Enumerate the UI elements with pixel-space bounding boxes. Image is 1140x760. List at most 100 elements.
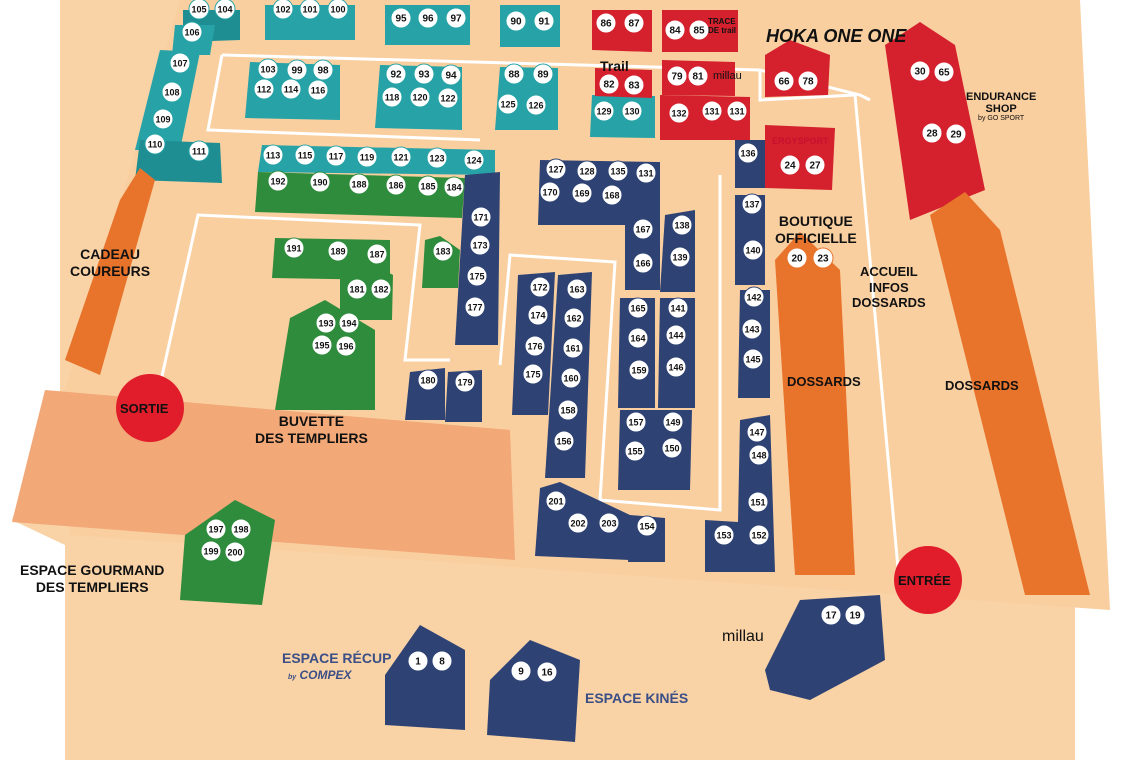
stand-number: 125	[500, 100, 515, 110]
orange-stands	[65, 168, 1090, 595]
stand-number: 110	[148, 140, 163, 150]
stand-number: 152	[751, 531, 766, 541]
stand-number: 179	[457, 378, 472, 388]
stand-number: 174	[530, 311, 545, 321]
ergysport-logo: ERGYSPORT	[772, 136, 829, 146]
endurance-shop-logo: ENDURANCE SHOP by GO SPORT	[966, 91, 1036, 122]
stand-153: 153	[713, 524, 735, 546]
stand-103: 103	[257, 58, 279, 80]
stand-circle	[726, 100, 748, 122]
stand-108: 108	[161, 81, 183, 103]
stand-199: 199	[200, 540, 222, 562]
stand-24: 24	[779, 154, 801, 176]
stand-203: 203	[598, 512, 620, 534]
stand-circle	[470, 206, 492, 228]
stand-number: 81	[692, 72, 704, 83]
stand-number: 198	[233, 525, 248, 535]
stand-136: 136	[737, 142, 759, 164]
stand-circle	[390, 146, 412, 168]
stand-circle	[426, 147, 448, 169]
stand-number: 202	[570, 519, 585, 529]
stand-number: 168	[604, 191, 619, 201]
stand-number: 86	[600, 19, 612, 30]
stand-circle	[533, 10, 555, 32]
stand-number: 112	[257, 85, 272, 95]
stand-circle	[417, 175, 439, 197]
stand-circle	[432, 240, 454, 262]
stand-circle	[566, 278, 588, 300]
stand-circle	[510, 660, 532, 682]
compex-by: by	[288, 674, 297, 681]
stand-circle	[385, 63, 407, 85]
stand-117: 117	[325, 145, 347, 167]
stand-98: 98	[312, 59, 334, 81]
stand-circle	[576, 160, 598, 182]
stand-9: 9	[510, 660, 532, 682]
stand-circle	[230, 518, 252, 540]
stand-number: 114	[284, 85, 299, 95]
stand-187: 187	[366, 243, 388, 265]
stand-circle	[797, 70, 819, 92]
hoka-logo: HOKA ONE ONE	[766, 26, 907, 46]
stand-196: 196	[335, 335, 357, 357]
stand-circle	[627, 297, 649, 319]
stand-number: 124	[466, 156, 481, 166]
stand-132: 132	[668, 102, 690, 124]
stand-125: 125	[497, 93, 519, 115]
stand-number: 120	[412, 93, 427, 103]
stand-circle	[664, 19, 686, 41]
stand-104: 104	[214, 0, 236, 20]
stand-circle	[539, 181, 561, 203]
stand-number: 185	[420, 182, 435, 192]
stand-83: 83	[623, 74, 645, 96]
stand-168: 168	[601, 184, 623, 206]
stand-number: 128	[579, 167, 594, 177]
stand-number: 140	[745, 246, 760, 256]
stand-circle	[169, 52, 191, 74]
stand-circle	[844, 604, 866, 626]
stand-circle	[623, 74, 645, 96]
stand-number: 95	[395, 14, 407, 25]
stand-circle	[571, 182, 593, 204]
stand-circle	[567, 512, 589, 534]
stand-number: 28	[926, 129, 938, 140]
stand-circle	[665, 324, 687, 346]
stand-184: 184	[443, 176, 465, 198]
stand-number: 199	[203, 547, 218, 557]
stand-1: 1	[407, 650, 429, 672]
stand-121: 121	[390, 146, 412, 168]
stand-165: 165	[627, 297, 649, 319]
stand-circle	[417, 7, 439, 29]
stand-141: 141	[667, 297, 689, 319]
stand-198: 198	[230, 518, 252, 540]
stand-number: 164	[630, 334, 645, 344]
stand-17: 17	[820, 604, 842, 626]
stand-174: 174	[527, 304, 549, 326]
stand-number: 195	[314, 341, 329, 351]
stand-number: 104	[217, 5, 232, 15]
stand-number: 118	[385, 93, 400, 103]
stand-circle	[299, 0, 321, 20]
stand-65: 65	[933, 61, 955, 83]
stand-145: 145	[742, 348, 764, 370]
entree-marker	[894, 546, 962, 614]
stand-number: 132	[671, 109, 686, 119]
stand-circle	[560, 367, 582, 389]
stand-93: 93	[413, 63, 435, 85]
stand-number: 144	[668, 331, 683, 341]
stand-circle	[286, 59, 308, 81]
stand-number: 146	[668, 363, 683, 373]
stand-number: 109	[155, 115, 170, 125]
stand-circle	[595, 12, 617, 34]
stand-193: 193	[315, 312, 337, 334]
stand-circle	[536, 661, 558, 683]
stand-202: 202	[567, 512, 589, 534]
stand-163: 163	[566, 278, 588, 300]
stand-135: 135	[607, 160, 629, 182]
stand-number: 96	[422, 14, 434, 25]
stand-circle	[563, 307, 585, 329]
stand-circle	[701, 100, 723, 122]
stand-number: 100	[330, 5, 345, 15]
stand-circle	[152, 108, 174, 130]
